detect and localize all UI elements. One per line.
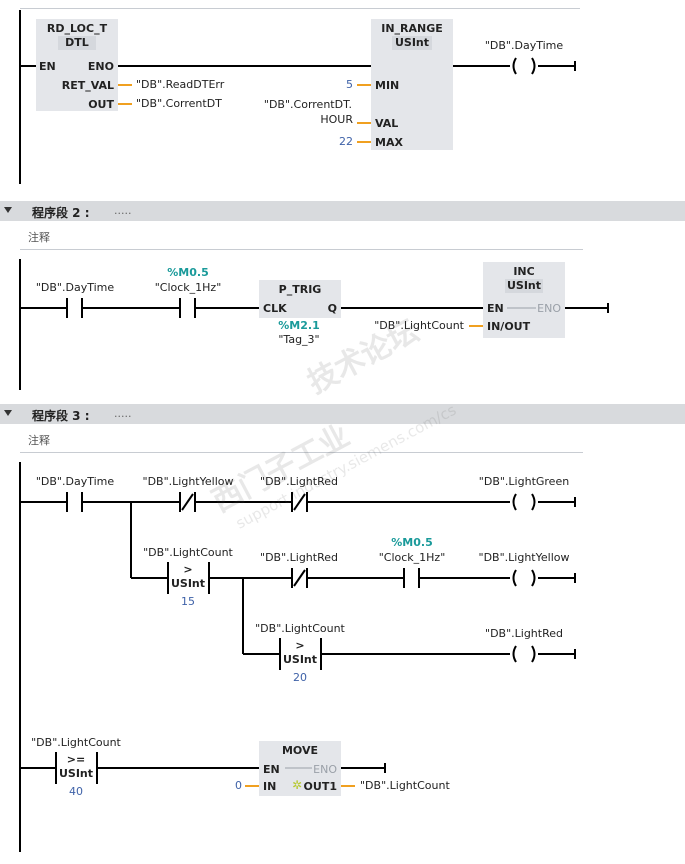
p-trig-box[interactable]: P_TRIG CLK Q bbox=[259, 280, 341, 318]
network3-title: 程序段 3 : bbox=[32, 409, 90, 423]
inc-inout-operand[interactable]: "DB".LightCount bbox=[374, 319, 464, 332]
sparkle-icon: ✲ bbox=[292, 778, 303, 792]
move-pin-out1: OUT1 bbox=[303, 780, 337, 793]
in-range-val-operand-line1[interactable]: "DB".CorrentDT. bbox=[263, 98, 352, 111]
move-title: MOVE bbox=[281, 744, 319, 757]
rd-loc-t-title: RD_LOC_T bbox=[46, 22, 108, 35]
network2-title-dots[interactable]: ..... bbox=[114, 204, 132, 217]
network3-clock-tag[interactable]: "Clock_1Hz" bbox=[378, 551, 446, 564]
in-range-max-value[interactable]: 22 bbox=[339, 135, 353, 148]
network3-lightred-nc-tag[interactable]: "DB".LightRed bbox=[260, 475, 338, 488]
network3-coil-red[interactable]: "DB".LightRed bbox=[485, 627, 563, 640]
cmp3-value[interactable]: 40 bbox=[69, 785, 83, 798]
rd-loc-t-pin-retval: RET_VAL bbox=[61, 79, 114, 92]
in-range-val-operand-line2[interactable]: HOUR bbox=[320, 113, 353, 126]
rd-loc-t-pin-eno: ENO bbox=[87, 60, 114, 73]
cmp2-type: USInt bbox=[282, 653, 318, 666]
in-range-pin-val: VAL bbox=[375, 117, 399, 130]
network2-comment[interactable]: 注释 bbox=[28, 231, 50, 244]
rd-loc-t-pin-en: EN bbox=[39, 60, 56, 73]
collapse-triangle-icon[interactable] bbox=[4, 207, 12, 213]
p-trig-pin-q: Q bbox=[327, 302, 337, 315]
network3-lightred-nc2-tag[interactable]: "DB".LightRed bbox=[260, 551, 338, 564]
coil-lightgreen bbox=[512, 493, 536, 511]
cmp3-tag[interactable]: "DB".LightCount bbox=[31, 736, 121, 749]
network2-comment-border bbox=[20, 249, 583, 250]
coil-lightred bbox=[512, 645, 536, 663]
move-out-operand[interactable]: "DB".LightCount bbox=[360, 779, 450, 792]
contact-nc-lightred2-slash bbox=[293, 569, 306, 587]
inc-pin-eno: ENO bbox=[537, 302, 561, 315]
rd-loc-t-out-operand[interactable]: "DB".CorrentDT bbox=[136, 97, 222, 110]
move-pin-eno: ENO bbox=[313, 763, 337, 776]
network2-contact2-addr[interactable]: %M0.5 bbox=[167, 266, 209, 279]
p-trig-addr[interactable]: %M2.1 bbox=[278, 319, 320, 332]
p-trig-tag[interactable]: "Tag_3" bbox=[278, 333, 320, 346]
cmp1-tag[interactable]: "DB".LightCount bbox=[143, 546, 233, 559]
move-in-value[interactable]: 0 bbox=[235, 779, 242, 792]
cmp2-tag[interactable]: "DB".LightCount bbox=[255, 622, 345, 635]
inc-type: USInt bbox=[505, 279, 543, 293]
network2-title: 程序段 2 : bbox=[32, 206, 90, 220]
contact-nc-lightred-slash bbox=[293, 493, 306, 511]
move-pin-in: IN bbox=[263, 780, 277, 793]
p-trig-title: P_TRIG bbox=[278, 283, 322, 296]
cmp3-type: USInt bbox=[58, 767, 94, 780]
rd-loc-t-retval-operand[interactable]: "DB".ReadDTErr bbox=[136, 78, 225, 91]
cmp1-type: USInt bbox=[170, 577, 206, 590]
network2-contact2-tag[interactable]: "Clock_1Hz" bbox=[154, 281, 222, 294]
rd-loc-t-box[interactable]: RD_LOC_T DTL EN ENO RET_VAL OUT bbox=[36, 19, 118, 111]
cmp2-value[interactable]: 20 bbox=[293, 671, 307, 684]
network3-coil-green[interactable]: "DB".LightGreen bbox=[478, 475, 570, 488]
in-range-pin-max: MAX bbox=[375, 136, 403, 149]
contact-nc-lightyellow-slash bbox=[181, 493, 194, 511]
network3-lightyellow-nc-tag[interactable]: "DB".LightYellow bbox=[142, 475, 234, 488]
in-range-min-value[interactable]: 5 bbox=[346, 78, 353, 91]
coil-daytime bbox=[512, 57, 536, 75]
network3-coil-yellow[interactable]: "DB".LightYellow bbox=[478, 551, 570, 564]
network3-header[interactable]: 程序段 3 : ..... bbox=[0, 404, 685, 424]
network1-coil-tag[interactable]: "DB".DayTime bbox=[484, 39, 564, 52]
network3-title-dots[interactable]: ..... bbox=[114, 407, 132, 420]
network2-contact1-tag[interactable]: "DB".DayTime bbox=[35, 281, 115, 294]
move-box[interactable]: MOVE EN ENO IN OUT1 ✲ bbox=[259, 741, 341, 796]
p-trig-pin-clk: CLK bbox=[263, 302, 287, 315]
cmp1-operator: > bbox=[183, 563, 193, 576]
collapse-triangle-icon[interactable] bbox=[4, 410, 12, 416]
rd-loc-t-pin-out: OUT bbox=[88, 98, 114, 111]
inc-pin-en: EN bbox=[487, 302, 504, 315]
inc-box[interactable]: INC USInt EN ENO IN/OUT bbox=[483, 262, 565, 338]
network1-top-border bbox=[20, 8, 580, 9]
in-range-box[interactable]: IN_RANGE USInt MIN VAL MAX bbox=[371, 19, 453, 150]
network3-comment[interactable]: 注释 bbox=[28, 434, 50, 447]
network2-header[interactable]: 程序段 2 : ..... bbox=[0, 201, 685, 221]
rd-loc-t-type: DTL bbox=[58, 36, 96, 50]
inc-title: INC bbox=[513, 265, 535, 278]
network3-comment-border bbox=[20, 452, 583, 453]
in-range-title: IN_RANGE bbox=[381, 22, 443, 35]
coil-lightyellow bbox=[512, 569, 536, 587]
in-range-pin-min: MIN bbox=[375, 79, 400, 92]
cmp1-value[interactable]: 15 bbox=[181, 595, 195, 608]
network3-daytime-tag[interactable]: "DB".DayTime bbox=[35, 475, 115, 488]
cmp3-operator: >= bbox=[66, 753, 86, 766]
move-pin-en: EN bbox=[263, 763, 280, 776]
inc-pin-inout: IN/OUT bbox=[487, 320, 531, 333]
network3-clock-addr[interactable]: %M0.5 bbox=[391, 536, 433, 549]
in-range-type: USInt bbox=[392, 36, 432, 50]
cmp2-operator: > bbox=[295, 639, 305, 652]
